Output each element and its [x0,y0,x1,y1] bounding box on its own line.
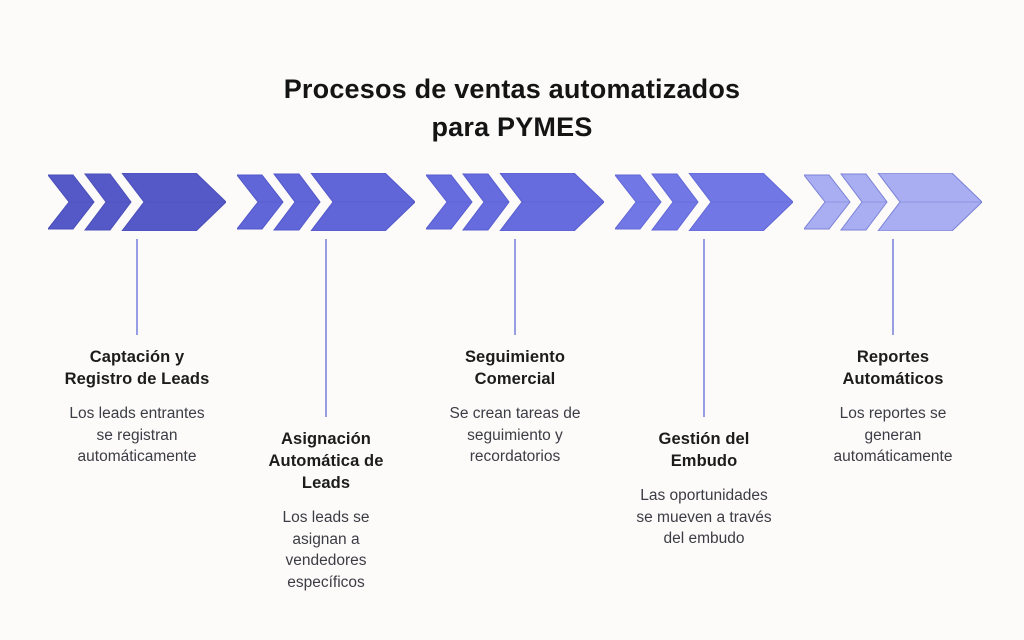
step-description: Se crean tareas de seguimiento y recorda… [449,405,581,465]
chevron-arrows-icon [48,173,226,231]
step-description: Los reportes se generan automáticamente [833,405,953,465]
step-title: Asignación Automática de Leads [268,430,384,492]
process-step-2: Asignación Automática de Leads Los leads… [237,173,415,593]
process-step-5: Reportes Automáticos Los reportes se gen… [804,173,982,593]
step-text-block: Reportes Automáticos Los reportes se gen… [793,346,993,468]
process-step-3: Seguimiento Comercial Se crean tareas de… [426,173,604,593]
step-title: Seguimiento Comercial [464,348,566,388]
step-description: Las oportunidades se mueven a través del… [636,487,772,547]
connector-line [514,239,516,335]
step-text-block: Gestión del Embudo Las oportunidades se … [604,428,804,550]
step-description: Los leads entrantes se registran automát… [69,405,205,465]
chevron-arrows-icon [426,173,604,231]
connector-line [325,239,327,417]
step-title: Captación y Registro de Leads [64,348,210,388]
step-text-block: Asignación Automática de Leads Los leads… [226,428,426,593]
chevron-arrows-icon [237,173,415,231]
process-step-4: Gestión del Embudo Las oportunidades se … [615,173,793,593]
connector-line [703,239,705,417]
connector-line [136,239,138,335]
step-text-block: Seguimiento Comercial Se crean tareas de… [415,346,615,468]
connector-line [892,239,894,335]
page-title: Procesos de ventas automatizados para PY… [283,74,741,143]
step-text-block: Captación y Registro de Leads Los leads … [37,346,237,468]
chevron-arrows-icon [804,173,982,231]
step-description: Los leads se asignan a vendedores especí… [282,509,370,591]
step-title: Reportes Automáticos [842,348,944,388]
step-title: Gestión del Embudo [658,430,750,470]
chevron-arrows-icon [615,173,793,231]
process-step-1: Captación y Registro de Leads Los leads … [48,173,226,593]
